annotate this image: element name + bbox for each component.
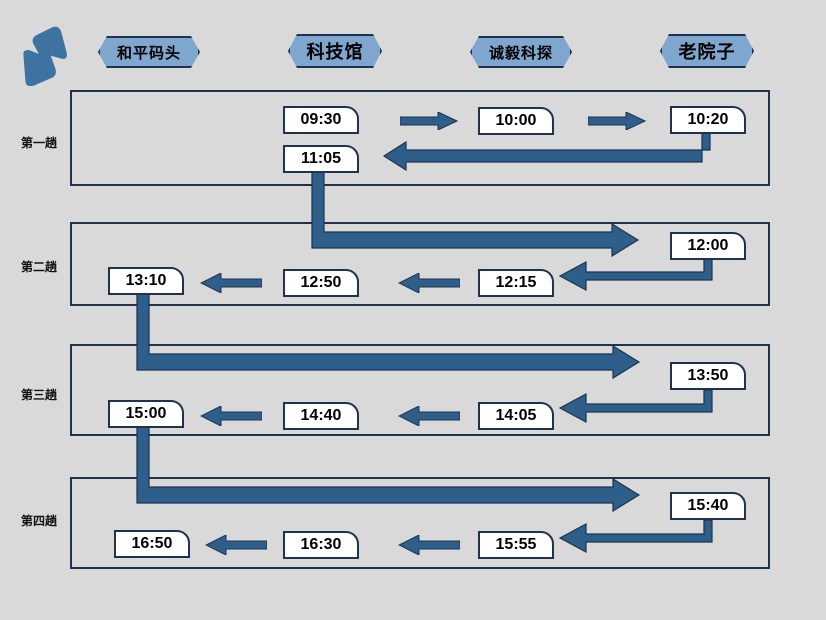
arrow-left-1630-to-1650 (205, 535, 267, 555)
time-plaque-1500[interactable]: 15:00 (108, 400, 184, 428)
arrow-right-1000-to-1020 (588, 112, 646, 130)
cursor-arrow-northeast-icon (14, 22, 74, 87)
station-badge-chengyi-science[interactable]: 诚毅科探 (470, 36, 572, 68)
station-badge-laoyuanzi[interactable]: 老院子 (660, 34, 754, 68)
time-plaque-1540[interactable]: 15:40 (670, 492, 746, 520)
arrow-left-1215-to-1250 (398, 273, 460, 293)
trip-row-1 (70, 90, 770, 186)
time-plaque-1200[interactable]: 12:00 (670, 232, 746, 260)
arrow-left-1440-to-1500 (200, 406, 262, 426)
time-plaque-1630[interactable]: 16:30 (283, 531, 359, 559)
time-plaque-1650[interactable]: 16:50 (114, 530, 190, 558)
trip-label-3: 第三趟 (20, 388, 57, 402)
arrow-left-1250-to-1310 (200, 273, 262, 293)
trip-label-2: 第二趟 (20, 260, 57, 274)
arrow-right-0930-to-1000 (400, 112, 458, 130)
time-plaque-1440[interactable]: 14:40 (283, 402, 359, 430)
time-plaque-1105[interactable]: 11:05 (283, 145, 359, 173)
trip-label-4: 第四趟 (20, 514, 57, 528)
station-badge-heping-wharf[interactable]: 和平码头 (98, 36, 200, 68)
time-plaque-1020[interactable]: 10:20 (670, 106, 746, 134)
time-plaque-1250[interactable]: 12:50 (283, 269, 359, 297)
station-badge-science-museum[interactable]: 科技馆 (288, 34, 382, 68)
time-plaque-1350[interactable]: 13:50 (670, 362, 746, 390)
time-plaque-1215[interactable]: 12:15 (478, 269, 554, 297)
trip-label-1: 第一趟 (20, 136, 57, 150)
time-plaque-1310[interactable]: 13:10 (108, 267, 184, 295)
time-plaque-1555[interactable]: 15:55 (478, 531, 554, 559)
time-plaque-1000[interactable]: 10:00 (478, 107, 554, 135)
time-plaque-1405[interactable]: 14:05 (478, 402, 554, 430)
arrow-left-1405-to-1440 (398, 406, 460, 426)
time-plaque-0930[interactable]: 09:30 (283, 106, 359, 134)
arrow-left-1555-to-1630 (398, 535, 460, 555)
